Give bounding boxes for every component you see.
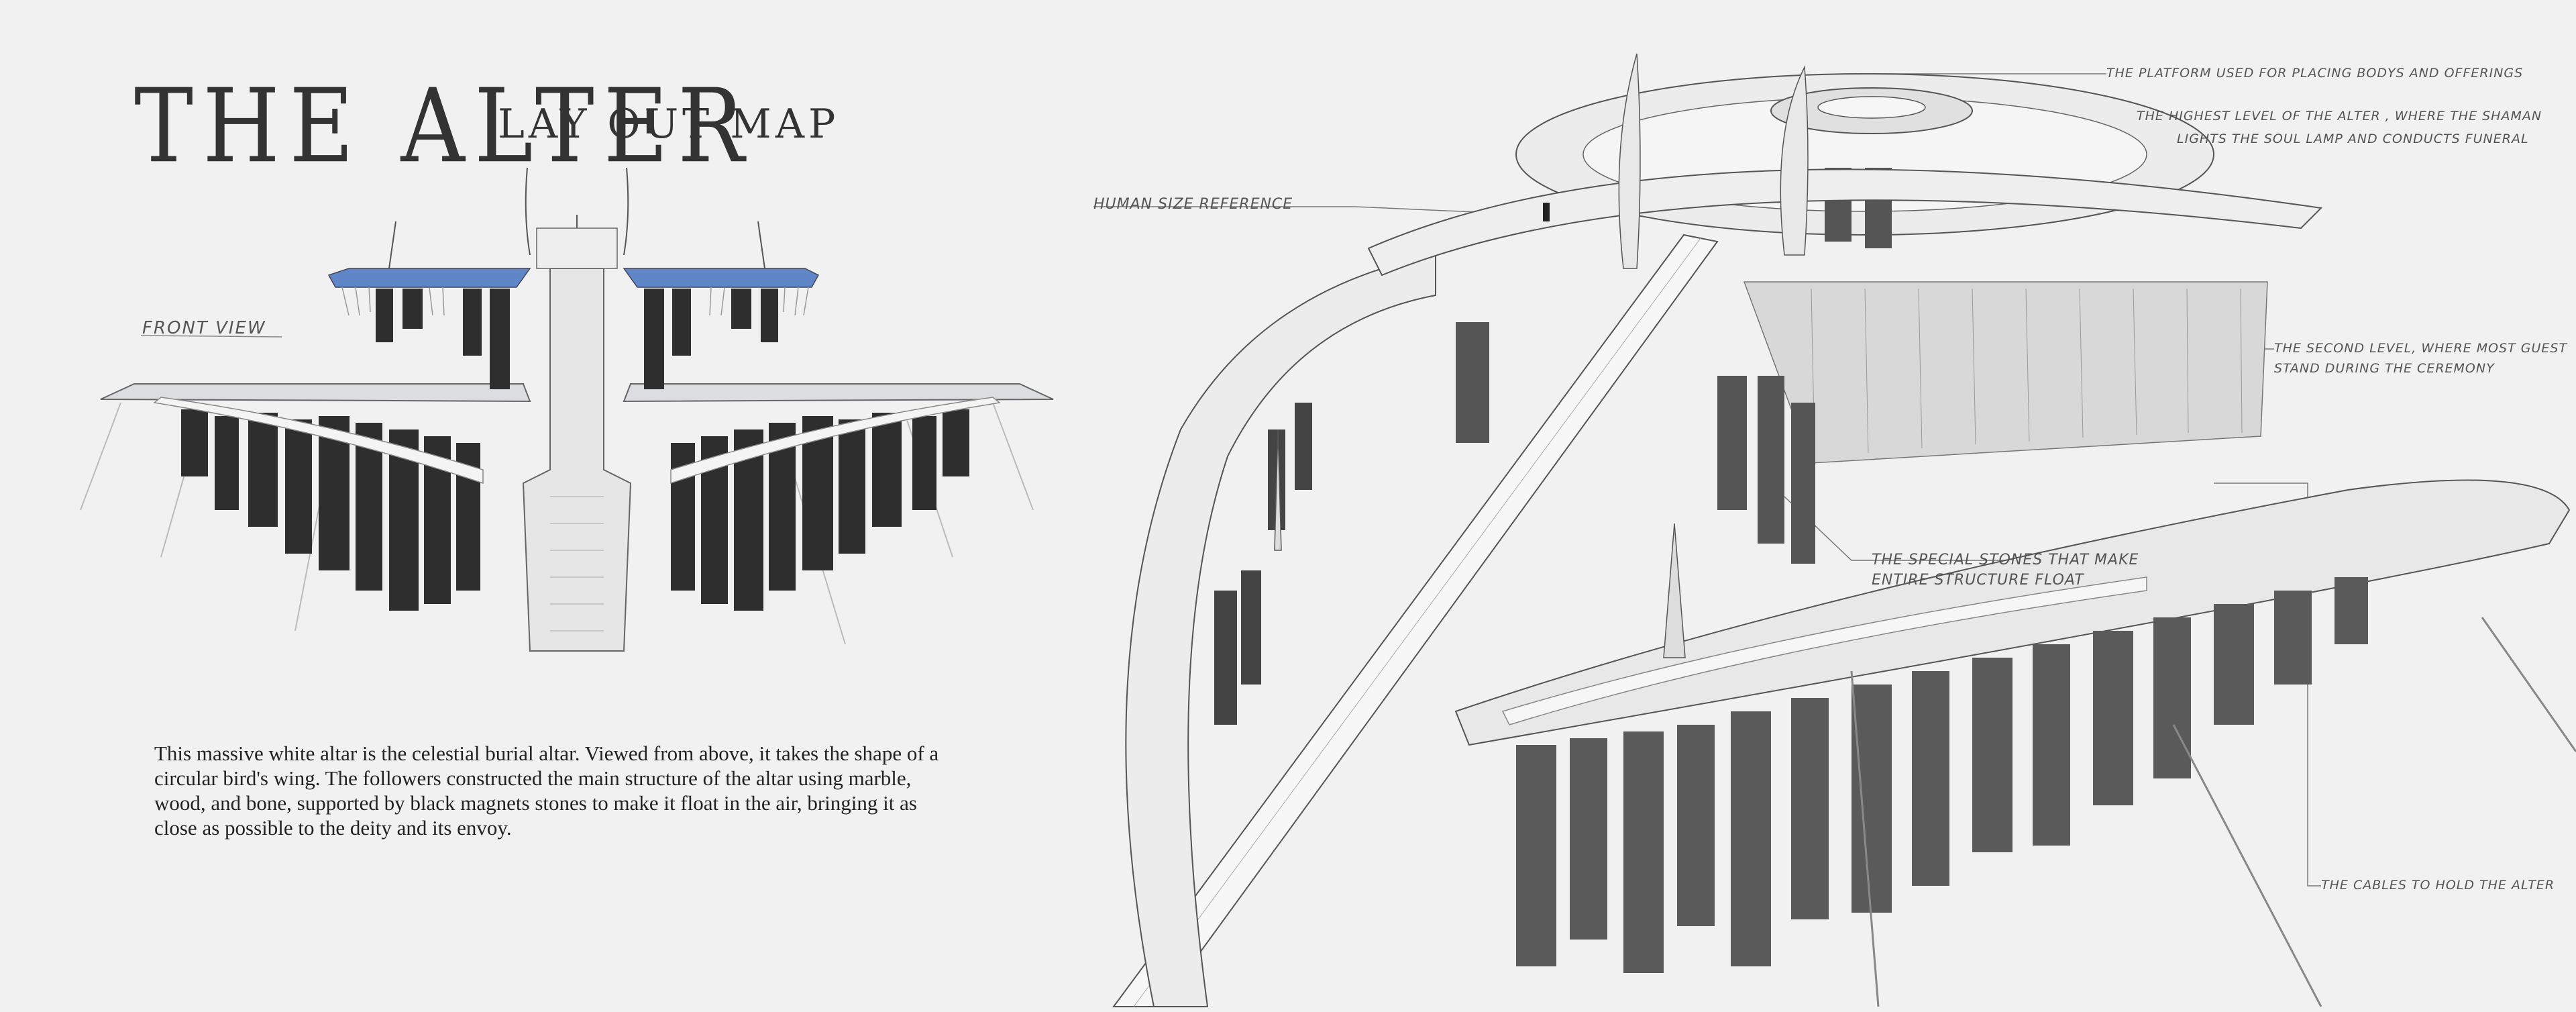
annotation-platform: THE PLATFORM USED FOR PLACING BODYS AND … [2106,66,2524,81]
front-upper-left-wing [327,268,531,288]
front-lower-left-wing [100,383,531,403]
altar-cables [1850,617,2576,1007]
human-size-reference-figure [1543,203,1550,221]
annotation-stones-line1: THE SPECIAL STONES THAT MAKE [1872,552,2139,568]
lower-wing-stones [1516,577,2368,973]
front-upper-stones [376,289,778,389]
front-lower-right-wing [623,383,1054,403]
annotation-second-line2: STAND DURING THE CEREMONY [2274,361,2495,376]
front-view-label-underline [140,335,282,338]
front-top-platform [536,227,618,269]
front-upper-right-wing [623,268,820,288]
front-right-bone-sweep [670,397,1001,485]
sail-spires [1618,53,1809,269]
offering-platform [1817,96,1926,119]
annotation-human-size: HUMAN SIZE REFERENCE [1093,196,1293,213]
lower-wing-bone [1501,576,2147,725]
annotation-second-line1: THE SECOND LEVEL, WHERE MOST GUEST [2274,341,2568,356]
annotation-highest-line1: THE HIGHEST LEVEL OF THE ALTER , WHERE T… [2137,109,2542,123]
annotation-cables: THE CABLES TO HOLD THE ALTER [2321,878,2555,893]
front-central-tower [522,268,632,652]
upper-wing-sweep [1367,168,2323,276]
annotation-highest-line2: LIGHTS THE SOUL LAMP AND CONDUCTS FUNERA… [2177,132,2529,146]
drapery-folds [1811,288,2243,457]
lower-wing-spire [1663,523,1686,658]
lower-right-wing [1454,479,2571,746]
left-wing-spire [1274,429,1282,551]
bridge-ramp-lines [1133,238,1701,1007]
page-subtitle: LAY OUT MAP [498,101,840,148]
front-view-label: FRONT VIEW [142,318,266,338]
page-title: THE ALTER [134,67,754,187]
front-upper-drapes [341,287,809,316]
left-curved-wing [1125,254,1436,1007]
front-left-bone-sweep [153,397,484,485]
second-level-drapery [1743,281,2268,464]
description-text: This massive white altar is the celestia… [154,742,939,840]
bridge-ramp [1112,234,1719,1007]
front-top-spires [388,167,765,269]
front-central-steps [550,496,604,631]
upper-tier-stones [1456,168,1892,564]
annotation-stones-line2: ENTIRE STRUCTURE FLOAT [1872,572,2084,589]
